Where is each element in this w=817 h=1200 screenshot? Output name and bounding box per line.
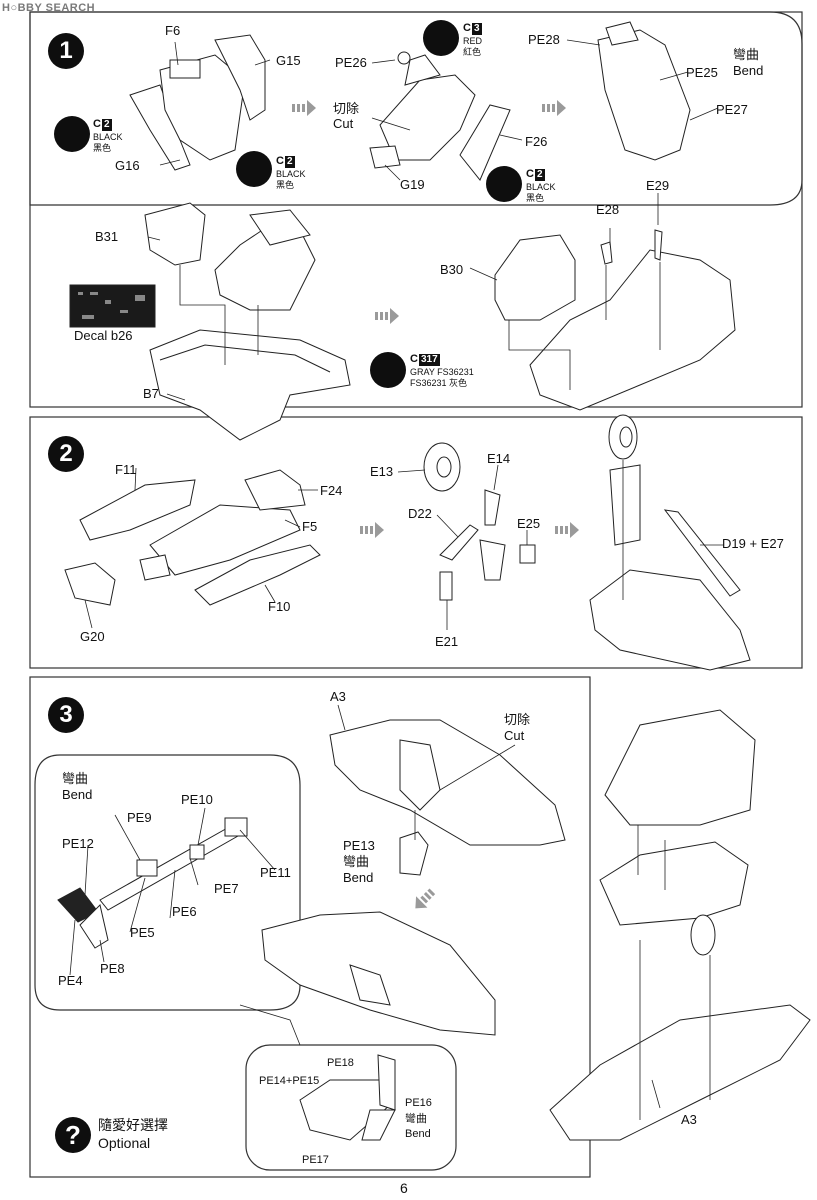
paintbrush-icon — [423, 20, 459, 56]
paintbrush-icon — [236, 151, 272, 187]
paintbrush-icon — [370, 352, 406, 388]
part-label-pe10: PE10 — [181, 792, 213, 807]
part-label-b7: B7 — [143, 386, 159, 401]
part-label-pe26: PE26 — [335, 55, 367, 70]
step2-frame — [29, 416, 803, 669]
process-arrow — [360, 522, 384, 538]
part-label-e25: E25 — [517, 516, 541, 531]
paint-name-en: BLACK — [276, 169, 306, 179]
paint-name-cn: FS36231 灰色 — [410, 378, 468, 388]
part-label-b30: B30 — [440, 262, 464, 277]
question-icon: ? — [55, 1117, 91, 1153]
bend-label-en: Bend — [343, 870, 374, 885]
part-label-g19: G19 — [400, 177, 425, 192]
process-arrow — [375, 308, 399, 324]
cut-label-cn: 切除 — [504, 712, 531, 727]
bend-label-cn: 彎曲 — [343, 854, 370, 869]
part-label-f26: F26 — [525, 134, 548, 149]
page-number: 6 — [400, 1180, 408, 1196]
part-label-pe7: PE7 — [214, 881, 239, 896]
step-2-badge: 2 — [48, 436, 84, 472]
paint-name-cn: 黑色 — [526, 193, 545, 203]
part-label-f24: F24 — [320, 483, 343, 498]
decal-label: Decal b26 — [74, 328, 133, 343]
part-label-e13: E13 — [370, 464, 394, 479]
step3-frame — [29, 676, 591, 1178]
part-label-a3: A3 — [330, 689, 346, 704]
part-label-pe11: PE11 — [260, 865, 291, 880]
paint-name-cn: 紅色 — [463, 47, 482, 57]
part-label-e28: E28 — [596, 202, 620, 217]
part-label-f5: F5 — [302, 519, 318, 534]
step-1-badge: 1 — [48, 33, 84, 69]
part-label-b31: B31 — [95, 229, 119, 244]
part-label-g15: G15 — [276, 53, 301, 68]
cut-label-cn: 切除 — [333, 101, 360, 116]
part-label-f6: F6 — [165, 23, 181, 38]
bend-label-en: Bend — [405, 1128, 431, 1140]
part-label-e21: E21 — [435, 634, 459, 649]
part-label-pe14-pe15: PE14+PE15 — [259, 1075, 320, 1087]
part-label-d19-e27: D19 + E27 — [722, 536, 784, 551]
part-label-f10: F10 — [268, 599, 291, 614]
bend-label-cn: 彎曲 — [405, 1113, 427, 1125]
part-label-pe9: PE9 — [127, 810, 152, 825]
paintbrush-icon — [486, 166, 522, 202]
part-label-a3-bottom: A3 — [681, 1112, 697, 1127]
bend-label-cn: 彎曲 — [733, 47, 760, 62]
part-label-pe25: PE25 — [686, 65, 718, 80]
part-label-pe5: PE5 — [130, 925, 155, 940]
paint-name-en: BLACK — [526, 182, 556, 192]
paint-name-en: RED — [463, 36, 483, 46]
bend-label-en: Bend — [733, 63, 764, 78]
cut-label-en: Cut — [333, 116, 354, 131]
process-arrow — [555, 522, 579, 538]
part-label-pe13: PE13 — [343, 838, 375, 853]
step1-frame — [29, 11, 803, 408]
part-label-pe18: PE18 — [327, 1057, 354, 1069]
bend-inset-label-en: Bend — [62, 787, 93, 802]
part-label-g16: G16 — [115, 158, 140, 173]
part-label-d22: D22 — [408, 506, 432, 521]
process-arrow — [542, 100, 566, 116]
watermark: H○BBY SEARCH — [2, 2, 96, 14]
paint-name-cn: 黑色 — [93, 143, 112, 153]
part-label-pe4: PE4 — [58, 973, 83, 988]
part-label-f11: F11 — [115, 462, 137, 477]
part-label-g20: G20 — [80, 629, 105, 644]
step-3-badge: 3 — [48, 697, 84, 733]
process-arrow — [292, 100, 316, 116]
part-label-pe6: PE6 — [172, 904, 197, 919]
bend-inset-label-cn: 彎曲 — [62, 771, 89, 786]
paint-name-en: BLACK — [93, 132, 123, 142]
part-label-e29: E29 — [646, 178, 670, 193]
part-label-pe27: PE27 — [716, 102, 748, 117]
part-label-pe12: PE12 — [62, 836, 94, 851]
optional-label-en: Optional — [98, 1135, 151, 1151]
cut-label-en: Cut — [504, 728, 525, 743]
paintbrush-icon — [54, 116, 90, 152]
optional-label-cn: 隨愛好選擇 — [98, 1117, 168, 1133]
paint-name-cn: 黑色 — [276, 180, 295, 190]
part-label-pe16: PE16 — [405, 1097, 432, 1109]
paint-name-en: GRAY FS36231 — [410, 367, 474, 377]
part-label-pe17: PE17 — [302, 1154, 329, 1166]
part-label-pe28: PE28 — [528, 32, 560, 47]
process-arrow — [409, 885, 438, 914]
part-label-pe8: PE8 — [100, 961, 125, 976]
part-label-e14: E14 — [487, 451, 511, 466]
